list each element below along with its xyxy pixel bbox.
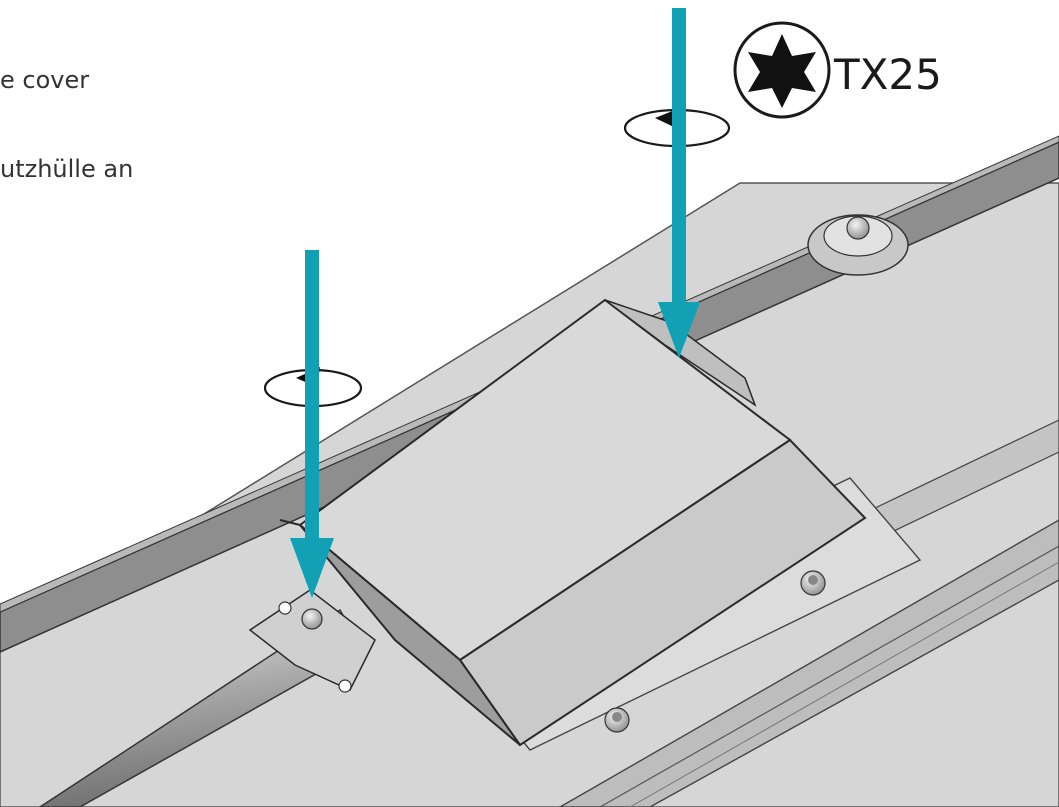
- down-arrow-icon: [658, 8, 700, 358]
- screw-icon: [604, 707, 630, 733]
- caption-line-german: utzhülle an: [0, 155, 134, 183]
- screw-icon: [301, 608, 323, 630]
- washer-icon: [807, 214, 909, 276]
- caption-line-english: e cover: [0, 66, 90, 94]
- cover-side: [299, 524, 521, 746]
- torx-bit-icon: [733, 21, 831, 119]
- cable-bracket: [248, 589, 376, 691]
- screw-icon: [800, 570, 826, 596]
- long-rail: [558, 519, 1059, 807]
- bit-size-label: TX25: [834, 50, 942, 99]
- down-arrow-icon: [290, 250, 334, 598]
